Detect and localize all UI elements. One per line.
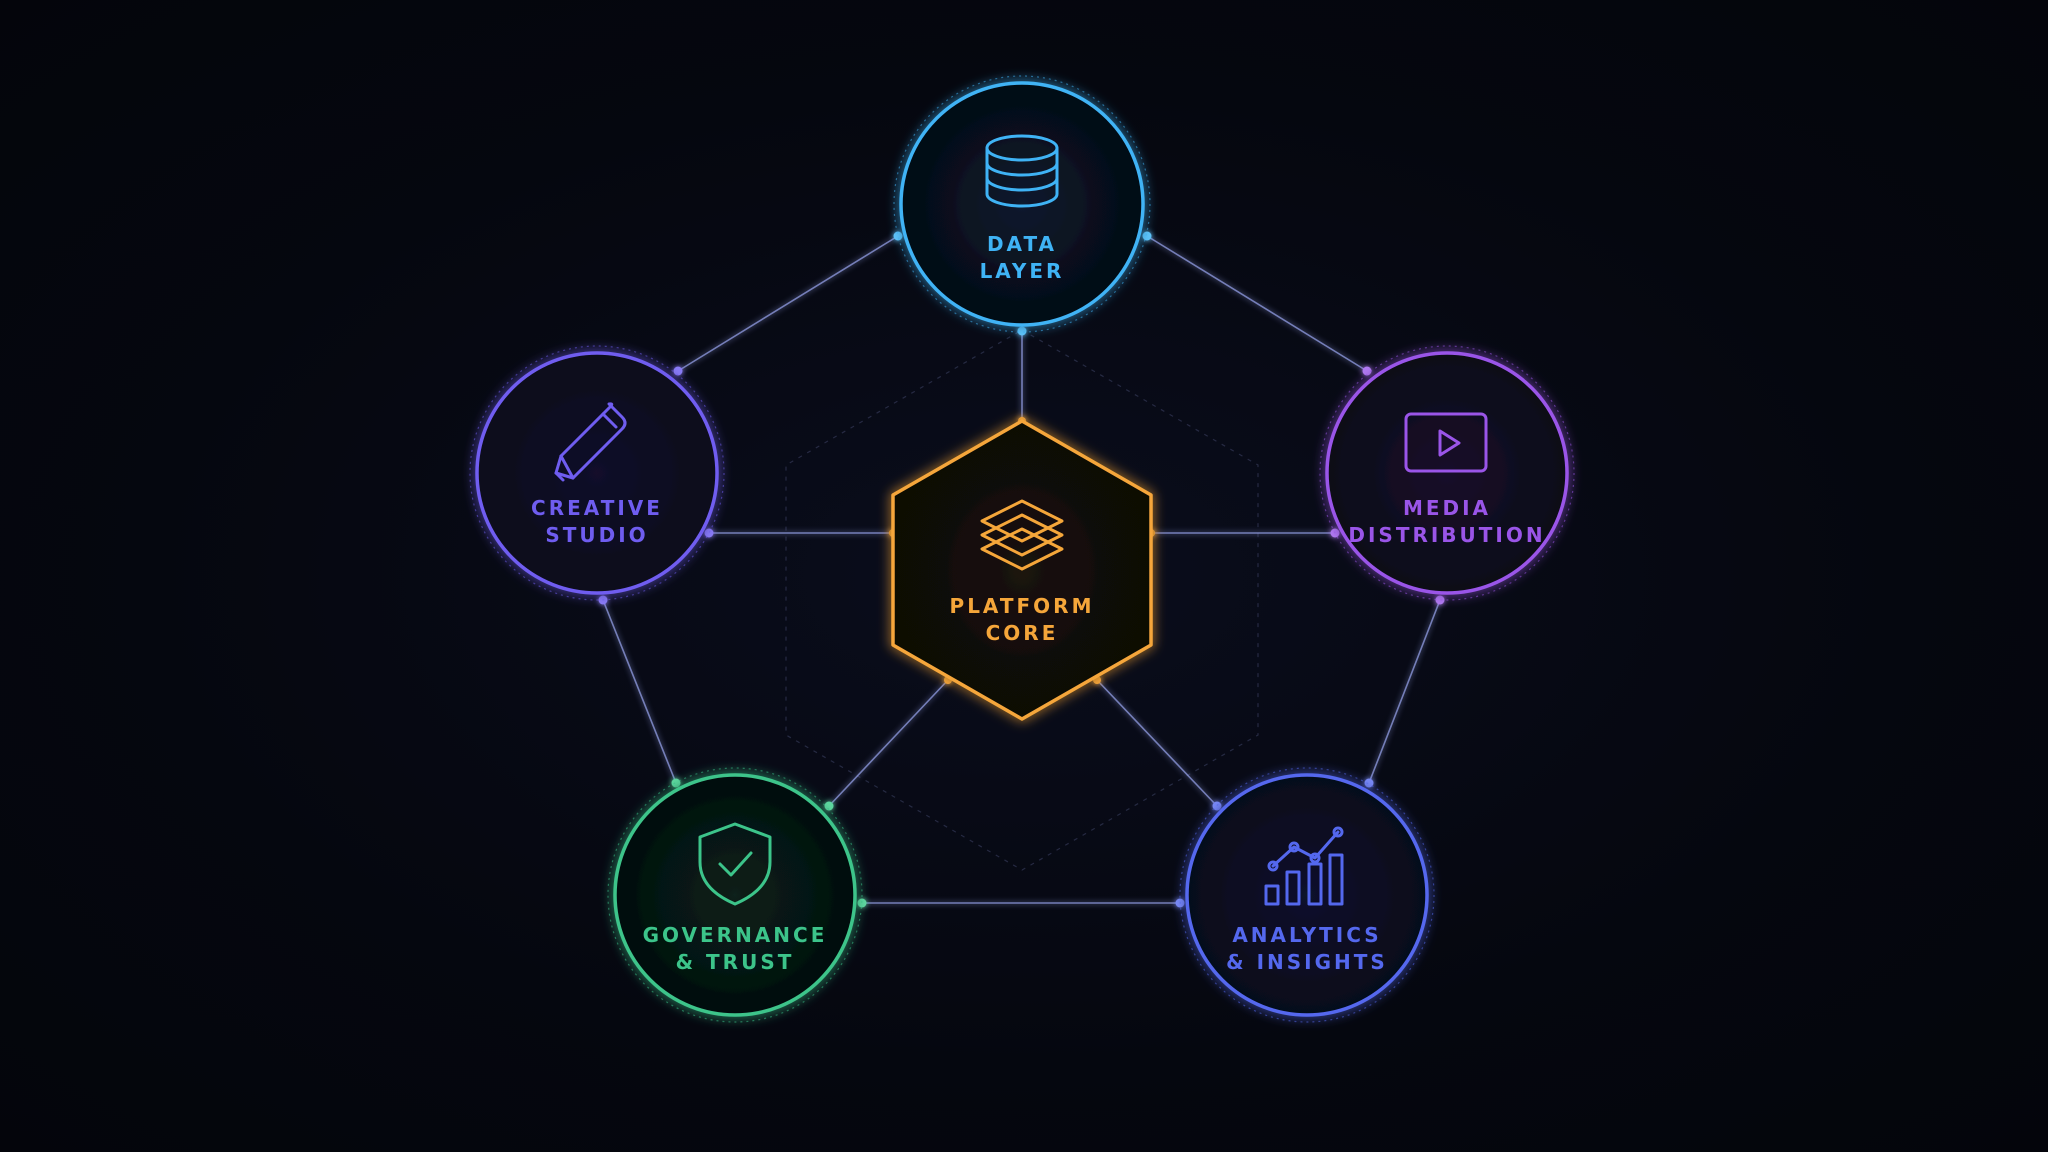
node-data-layer[interactable]: DATA LAYER [893,75,1151,333]
data-layer-label-line2: LAYER [980,259,1065,283]
connector-lines [602,235,1441,904]
media-distribution-label-line1: MEDIA [1403,496,1491,520]
connector-governance-core [828,679,949,807]
play-icon [1404,412,1488,473]
platform-core-label-line1: PLATFORM [950,594,1095,618]
connector-data-creative [677,235,899,372]
creative-studio-label-line2: STUDIO [545,523,648,547]
data-layer-label-line1: DATA [987,232,1057,256]
node-analytics-insights[interactable]: ANALYTICS & INSIGHTS [1179,767,1435,1023]
node-creative-studio[interactable]: CREATIVE STUDIO [469,345,725,601]
analytics-insights-label-line2: & INSIGHTS [1226,950,1388,974]
governance-trust-label-line1: GOVERNANCE [643,923,828,947]
bar-chart-icon [1264,826,1344,906]
analytics-insights-label-line1: ANALYTICS [1232,923,1381,947]
pencil-icon [554,402,627,482]
connector-analytics-core [1096,679,1218,807]
platform-core-label-line2: CORE [986,621,1059,645]
creative-studio-label-line1: CREATIVE [531,496,663,520]
shield-check-icon [698,822,772,906]
governance-trust-label-line2: & TRUST [676,950,795,974]
database-icon [985,134,1059,208]
connector-creative-governance [602,599,677,784]
media-distribution-label-line2: DISTRIBUTION [1348,523,1545,547]
node-media-distribution[interactable]: MEDIA DISTRIBUTION [1319,345,1575,601]
background-hexagon [785,329,1259,871]
connector-data-media [1146,235,1368,372]
node-governance-trust[interactable]: GOVERNANCE & TRUST [607,767,863,1023]
node-platform-core[interactable]: PLATFORM CORE [891,419,1153,721]
layers-icon [980,499,1064,571]
connector-media-analytics [1368,599,1441,784]
